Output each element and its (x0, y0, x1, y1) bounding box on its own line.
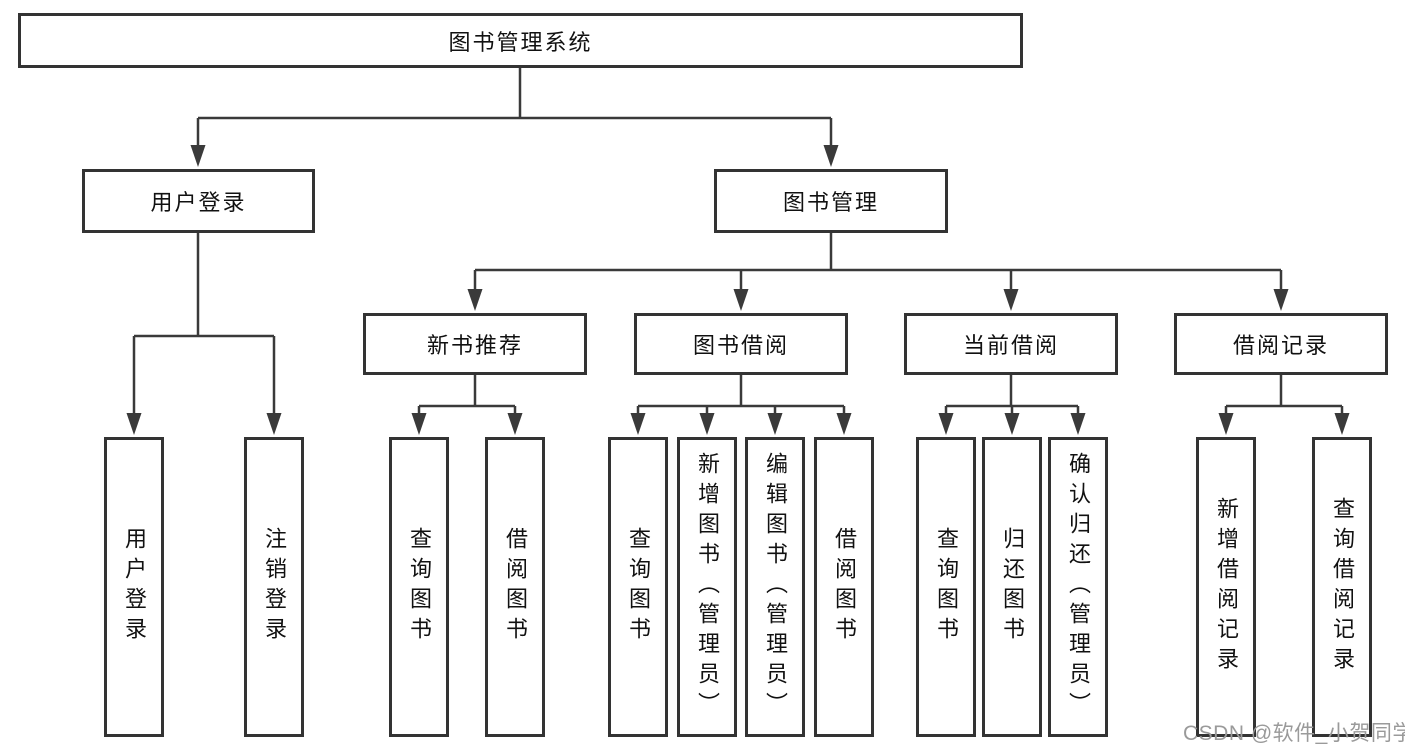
arrowhead-icon (1003, 289, 1019, 311)
node-root-system: 图书管理系统 (18, 13, 1023, 68)
leaf-edit-books-admin: 编辑图书（管理员） (745, 437, 805, 737)
arrowhead-icon (1004, 413, 1020, 435)
node-label: 图书管理系统 (448, 29, 593, 55)
node-label: 借阅图书 (503, 527, 528, 647)
connector-bookborrow-to-leaves (636, 375, 846, 414)
arrowhead-icon (1273, 289, 1289, 311)
arrowhead-icon (266, 413, 282, 435)
node-label: 查询图书 (934, 527, 959, 647)
node-label: 查询图书 (407, 527, 432, 647)
leaf-add-books-admin: 新增图书（管理员） (677, 437, 737, 737)
node-label: 归还图书 (1000, 527, 1025, 647)
leaf-query-books-recommend: 查询图书 (389, 437, 449, 737)
arrowhead-icon (190, 145, 206, 167)
node-label: 图书借阅 (692, 333, 789, 358)
node-label: 当前借阅 (962, 333, 1059, 358)
arrowhead-icon (1334, 413, 1350, 435)
node-label: 用户登录 (122, 527, 147, 647)
arrowhead-icon (938, 413, 954, 435)
node-book-borrow: 图书借阅 (634, 313, 848, 375)
connector-root-to-level2 (196, 68, 833, 146)
node-label: 借阅记录 (1232, 333, 1329, 358)
node-user-login-module: 用户登录 (82, 169, 315, 233)
connector-bookmgmt-to-level3 (473, 233, 1283, 290)
connector-borrowrecords-to-leaves (1224, 375, 1344, 414)
connector-currentborrow-to-leaves (944, 375, 1080, 414)
connector-userlogin-to-leaves (132, 233, 276, 414)
node-label: 查询图书 (626, 527, 651, 647)
leaf-return-books: 归还图书 (982, 437, 1042, 737)
node-label: 新书推荐 (426, 333, 523, 358)
arrowhead-icon (1070, 413, 1086, 435)
node-book-management-module: 图书管理 (714, 169, 948, 233)
node-label: 注销登录 (262, 527, 287, 647)
arrowhead-icon (507, 413, 523, 435)
watermark: CSDN @软件_小贺同学 (1183, 722, 1405, 745)
node-label: 新增借阅记录 (1214, 497, 1239, 677)
arrowhead-icon (630, 413, 646, 435)
node-label: 图书管理 (782, 190, 879, 215)
node-current-borrow: 当前借阅 (904, 313, 1118, 375)
leaf-query-books-current: 查询图书 (916, 437, 976, 737)
arrowhead-icon (836, 413, 852, 435)
node-label: 新增图书（管理员） (695, 452, 720, 722)
leaf-user-login: 用户登录 (104, 437, 164, 737)
node-label: 确认归还（管理员） (1066, 452, 1091, 722)
arrowhead-icon (467, 289, 483, 311)
node-label: 借阅图书 (832, 527, 857, 647)
arrowhead-icon (823, 145, 839, 167)
leaf-query-borrow-record: 查询借阅记录 (1312, 437, 1372, 737)
arrowhead-icon (411, 413, 427, 435)
node-label: 编辑图书（管理员） (763, 452, 788, 722)
node-label: 用户登录 (150, 190, 247, 215)
leaf-query-books-borrow: 查询图书 (608, 437, 668, 737)
leaf-add-borrow-record: 新增借阅记录 (1196, 437, 1256, 737)
arrowhead-icon (699, 413, 715, 435)
connector-newbook-to-leaves (417, 375, 517, 414)
leaf-borrow-books: 借阅图书 (814, 437, 874, 737)
leaf-logout: 注销登录 (244, 437, 304, 737)
arrowhead-icon (733, 289, 749, 311)
leaf-borrow-books-recommend: 借阅图书 (485, 437, 545, 737)
node-label: 查询借阅记录 (1330, 497, 1355, 677)
leaf-confirm-return-admin: 确认归还（管理员） (1048, 437, 1108, 737)
arrowhead-icon (1218, 413, 1234, 435)
node-borrow-records: 借阅记录 (1174, 313, 1388, 375)
arrowhead-icon (126, 413, 142, 435)
node-new-book-recommend: 新书推荐 (363, 313, 587, 375)
arrowhead-icon (767, 413, 783, 435)
